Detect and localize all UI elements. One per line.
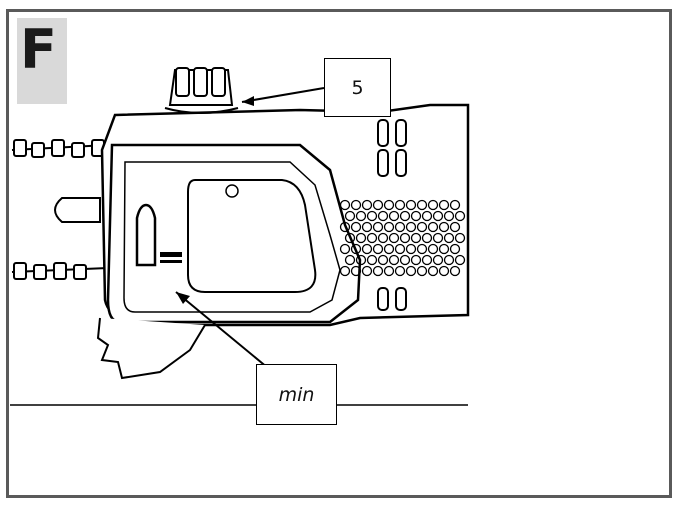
saw-chain-top	[11, 139, 109, 158]
callout-label: min	[278, 383, 315, 406]
callout-part-5: 5	[324, 58, 391, 117]
callout-label: 5	[351, 76, 364, 99]
callout-min-level: min	[256, 364, 337, 425]
figure-frame	[6, 9, 672, 498]
oil-tank-cap	[164, 67, 239, 114]
leader-min	[175, 291, 269, 369]
saw-chain-bottom	[11, 262, 109, 280]
oil-window	[187, 179, 317, 293]
oil-level-sight	[135, 203, 157, 267]
figure-badge	[17, 18, 67, 104]
housing-slots	[377, 119, 407, 311]
vent-grid	[339, 199, 466, 277]
figure-letter: F	[20, 18, 57, 81]
guide-bar-stub	[54, 197, 101, 223]
sprocket-teeth	[96, 317, 206, 380]
leader-5	[241, 87, 325, 103]
